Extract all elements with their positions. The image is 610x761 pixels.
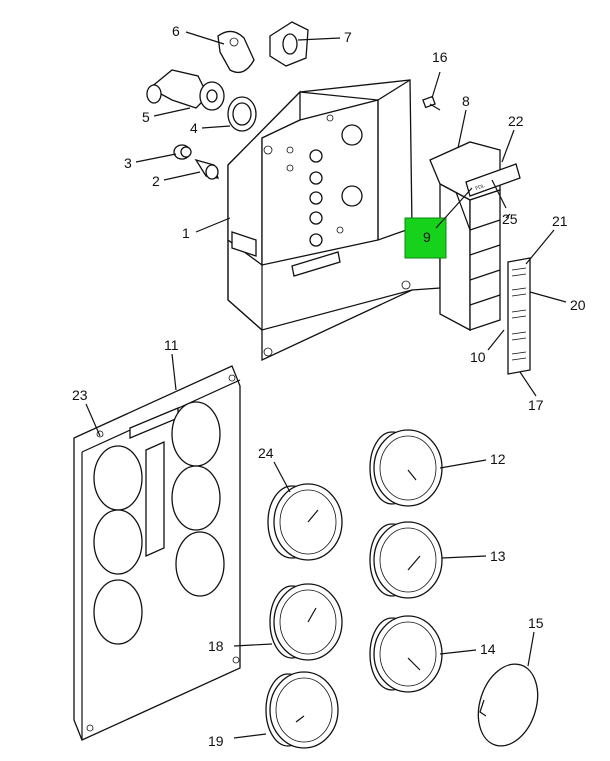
part-6-plate	[217, 30, 255, 74]
callout-22: 22	[508, 113, 524, 129]
gauge-18	[269, 583, 343, 661]
part-4-gasket	[227, 96, 257, 132]
callout-2: 2	[152, 173, 160, 189]
gauge-14	[369, 615, 443, 693]
callout-7: 7	[344, 29, 352, 45]
part-2-bulb	[194, 158, 219, 180]
callouts: 1 2 3 4 5 6 7 8 9 10 11 12 13 14 15 16 1…	[72, 23, 586, 749]
callout-14: 14	[480, 641, 496, 657]
callout-19: 19	[208, 733, 224, 749]
gauge-13	[369, 521, 443, 599]
part-16-screw	[422, 95, 441, 111]
callout-20: 20	[570, 297, 586, 313]
gauge-12	[369, 429, 443, 507]
callout-8: 8	[462, 93, 470, 109]
callout-5: 5	[142, 109, 150, 125]
leader-lines	[85, 31, 567, 739]
callout-12: 12	[490, 451, 506, 467]
callout-21: 21	[552, 213, 568, 229]
callout-1: 1	[182, 225, 190, 241]
callout-24: 24	[258, 445, 274, 461]
callout-23: 23	[72, 387, 88, 403]
housing-box	[227, 79, 441, 362]
callout-15: 15	[528, 615, 544, 631]
part-7-clamp	[269, 21, 309, 67]
callout-25: 25	[502, 211, 518, 227]
callout-9: 9	[423, 229, 431, 245]
part-15-cover	[477, 663, 539, 747]
gauge-panel	[73, 365, 241, 741]
gauge-19	[265, 671, 339, 749]
part-5-fitting	[146, 69, 225, 111]
part-3-indicator	[173, 144, 192, 160]
label-strip	[507, 257, 531, 375]
fdl-label: FDL	[475, 183, 486, 192]
callout-11: 11	[164, 337, 179, 353]
callout-18: 18	[208, 638, 224, 654]
callout-6: 6	[172, 23, 180, 39]
callout-13: 13	[490, 548, 506, 564]
callout-4: 4	[190, 120, 198, 136]
gauge-24	[267, 483, 343, 561]
callout-16: 16	[432, 49, 448, 65]
callout-10: 10	[470, 349, 486, 365]
part-8-label-holder	[429, 141, 501, 332]
callout-3: 3	[124, 155, 132, 171]
callout-17: 17	[528, 397, 544, 413]
